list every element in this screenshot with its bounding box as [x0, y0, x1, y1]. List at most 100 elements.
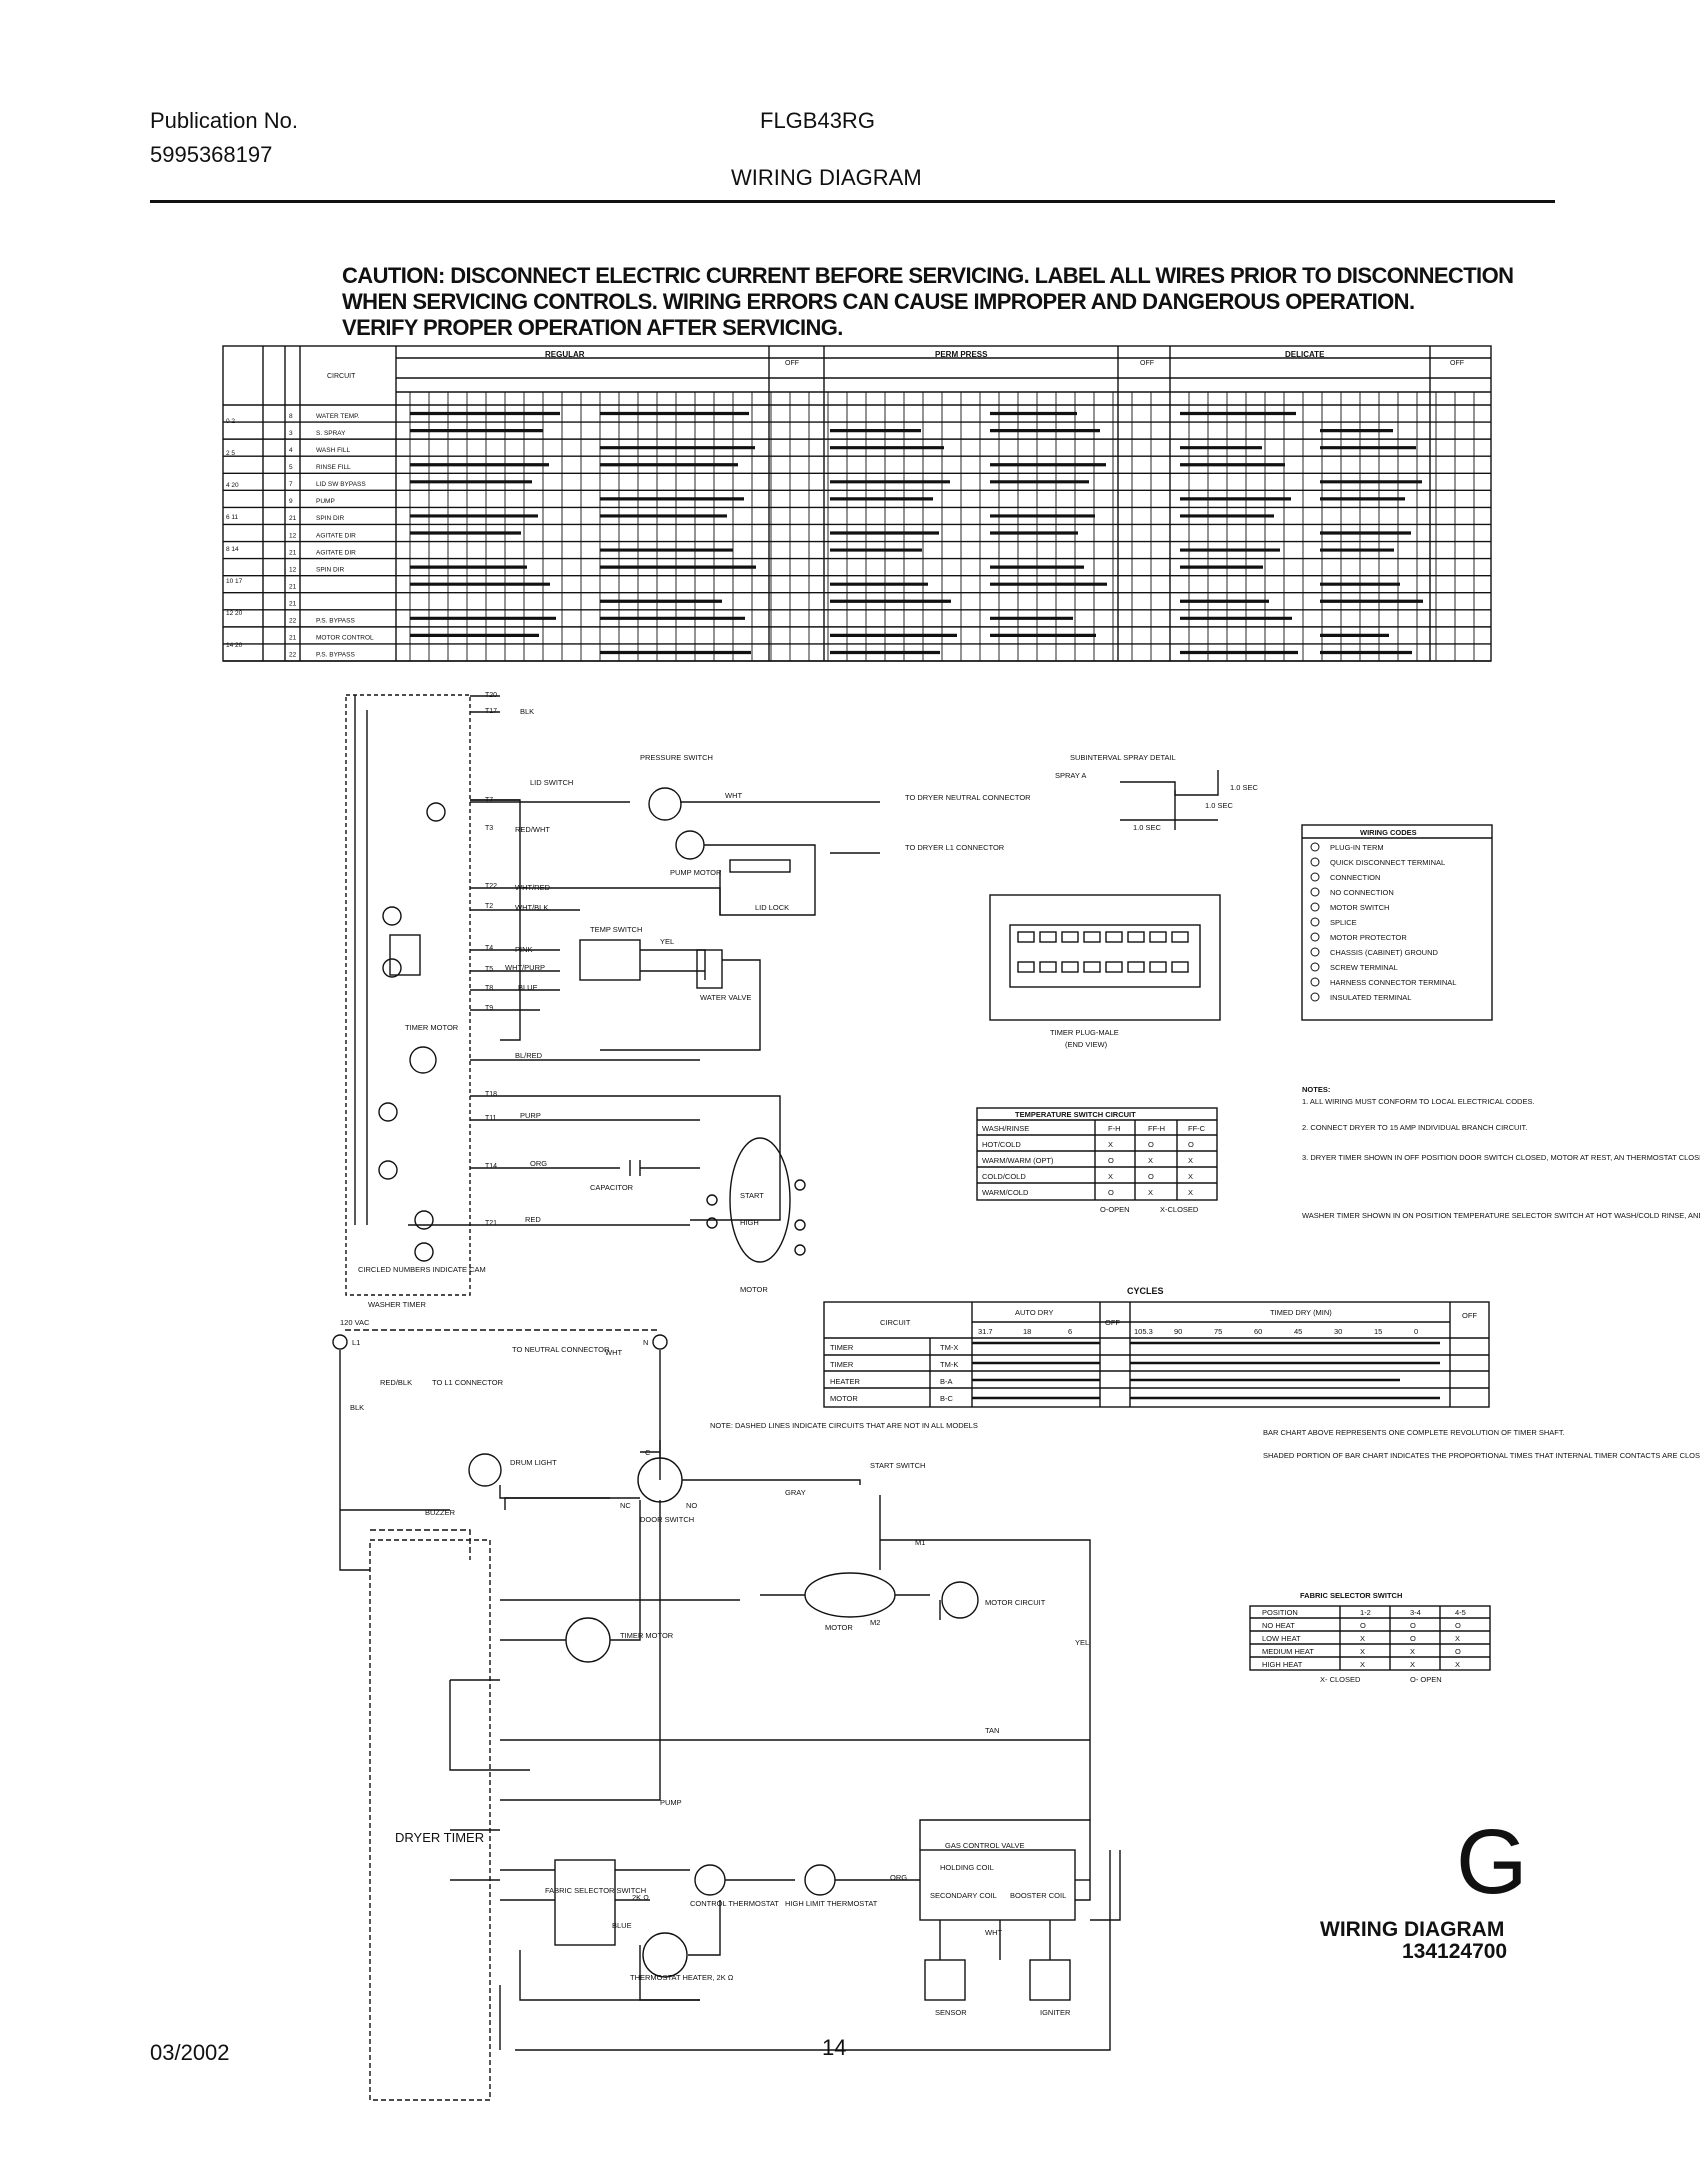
chart-cam-label: 4 20	[226, 482, 239, 489]
dryer-cycles-table	[823, 1301, 1490, 1408]
plug-slot	[1127, 961, 1145, 973]
dryer-m1: M1	[915, 1538, 925, 1547]
label-blue: BLUE	[518, 983, 538, 992]
cycle-row-label: MOTOR	[830, 1394, 858, 1403]
chart-terminal-label: 3	[289, 430, 293, 437]
svg-text:T5: T5	[485, 966, 493, 973]
dryer-note-dashed: NOTE: DASHED LINES INDICATE CIRCUITS THA…	[710, 1421, 978, 1430]
label-to-dryer-neutral: TO DRYER NEUTRAL CONNECTOR	[905, 793, 1031, 802]
fabric-table-cell: X	[1410, 1660, 1415, 1669]
chart-section-delicate: DELICATE	[1285, 350, 1325, 359]
chart-terminal-label: 4	[289, 447, 293, 454]
svg-text:T4: T4	[485, 945, 493, 952]
dryer-c: C	[645, 1448, 651, 1457]
dryer-timer-motor: TIMER MOTOR	[620, 1631, 674, 1640]
chart-cam-label: 14 20	[226, 642, 243, 649]
dryer-gas-control: GAS CONTROL VALVE	[945, 1841, 1024, 1850]
chart-terminal-label: 5	[289, 464, 293, 471]
dryer-vac: 120 VAC	[340, 1318, 370, 1327]
dryer-holding-coil: HOLDING COIL	[940, 1863, 994, 1872]
fabric-table-header: 1-2	[1360, 1608, 1371, 1617]
temp-table-cell: WARM/WARM (OPT)	[982, 1156, 1054, 1165]
svg-text:T7: T7	[485, 797, 493, 804]
fabric-table-cell: X	[1360, 1634, 1365, 1643]
spray-label-a: SPRAY A	[1055, 771, 1086, 780]
chart-section-perm-press: PERM PRESS	[935, 350, 988, 359]
label-start: START	[740, 1191, 764, 1200]
washer-schematic	[345, 694, 880, 1296]
dryer-tan: TAN	[985, 1726, 999, 1735]
label-motor: MOTOR	[740, 1285, 768, 1294]
label-lid-lock: LID LOCK	[755, 903, 789, 912]
cycle-row-contact: B-C	[940, 1394, 954, 1403]
dryer-secondary-coil: SECONDARY COIL	[930, 1891, 997, 1900]
temp-table-cell: X	[1148, 1156, 1153, 1165]
cycle-row-contact: TM-K	[940, 1360, 958, 1369]
dryer-motor-circuit: MOTOR CIRCUIT	[985, 1598, 1046, 1607]
temp-table-cell: O	[1108, 1156, 1114, 1165]
wiring-code-item: MOTOR SWITCH	[1330, 903, 1389, 912]
fabric-legend-open: O- OPEN	[1410, 1675, 1442, 1684]
temp-table-header: F-H	[1108, 1124, 1121, 1133]
wiring-code-symbol	[1310, 992, 1320, 1002]
label-wht: WHT	[725, 791, 742, 800]
label-to-dryer-l1: TO DRYER L1 CONNECTOR	[905, 843, 1005, 852]
temp-table-cell: O	[1108, 1188, 1114, 1197]
dryer-no: NO	[686, 1501, 697, 1510]
wiring-codes-box	[1301, 824, 1493, 1021]
cycles-circuit-header: CIRCUIT	[880, 1318, 911, 1327]
svg-text:T21: T21	[485, 1220, 497, 1227]
dryer-start-switch: START SWITCH	[870, 1461, 925, 1470]
wiring-code-symbol	[1310, 977, 1320, 987]
label-wht-blk: WHT/BLK	[515, 903, 548, 912]
dryer-high-limit: HIGH LIMIT THERMOSTAT	[785, 1899, 878, 1908]
plug-slot	[1061, 931, 1079, 943]
svg-text:T17: T17	[485, 708, 497, 715]
plug-slot	[1083, 931, 1101, 943]
fabric-table-cell: X	[1455, 1660, 1460, 1669]
fabric-table-cell: LOW HEAT	[1262, 1634, 1301, 1643]
dryer-door-switch: DOOR SWITCH	[640, 1515, 694, 1524]
dryer-to-neutral: TO NEUTRAL CONNECTOR	[512, 1345, 610, 1354]
dryer-resistor: 2K Ω	[632, 1893, 649, 1902]
label-pump-motor: PUMP MOTOR	[670, 868, 722, 877]
temp-table-cell: X	[1148, 1188, 1153, 1197]
chart-terminal-label: 12	[289, 566, 297, 573]
dryer-m2: M2	[870, 1618, 880, 1627]
plug-slot	[1039, 931, 1057, 943]
temp-table-cell: X	[1188, 1156, 1193, 1165]
wiring-code-item: QUICK DISCONNECT TERMINAL	[1330, 858, 1445, 867]
wiring-code-item: MOTOR PROTECTOR	[1330, 933, 1407, 942]
chart-cam-label: 8 14	[226, 546, 239, 553]
plug-slot	[1149, 931, 1167, 943]
plug-slot	[1061, 961, 1079, 973]
plug-slot	[1105, 961, 1123, 973]
dryer-buzzer: BUZZER	[425, 1508, 456, 1517]
label-blk: BLK	[520, 707, 534, 716]
cycle-tick: 105.3	[1134, 1327, 1153, 1336]
label-temp-switch: TEMP SWITCH	[590, 925, 642, 934]
fabric-table-title: FABRIC SELECTOR SWITCH	[1300, 1591, 1402, 1600]
chart-cam-label: 0 2	[226, 418, 235, 425]
wiring-code-item: NO CONNECTION	[1330, 888, 1394, 897]
wiring-code-item: CONNECTION	[1330, 873, 1380, 882]
chart-off-2: OFF	[1140, 360, 1154, 367]
chart-circuit-label: SPIN DIR	[316, 566, 344, 573]
fabric-table-cell: X	[1455, 1634, 1460, 1643]
cycles-title: CYCLES	[1127, 1286, 1164, 1296]
caution-line-2: WHEN SERVICING CONTROLS. WIRING ERRORS C…	[342, 289, 1415, 314]
label-org: ORG	[530, 1159, 547, 1168]
fabric-table-header: POSITION	[1262, 1608, 1298, 1617]
chart-terminal-label: 21	[289, 515, 297, 522]
temp-switch-table	[976, 1107, 1218, 1201]
fabric-table-cell: O	[1455, 1621, 1461, 1630]
cycle-tick: 60	[1254, 1327, 1262, 1336]
cycle-row-contact: TM-X	[940, 1343, 958, 1352]
chart-circuit-label: AGITATE DIR	[316, 549, 356, 556]
label-red: RED	[525, 1215, 541, 1224]
fabric-table-cell: X	[1360, 1647, 1365, 1656]
cycle-tick: 90	[1174, 1327, 1182, 1336]
dryer-motor: MOTOR	[825, 1623, 853, 1632]
fabric-table-cell: NO HEAT	[1262, 1621, 1295, 1630]
